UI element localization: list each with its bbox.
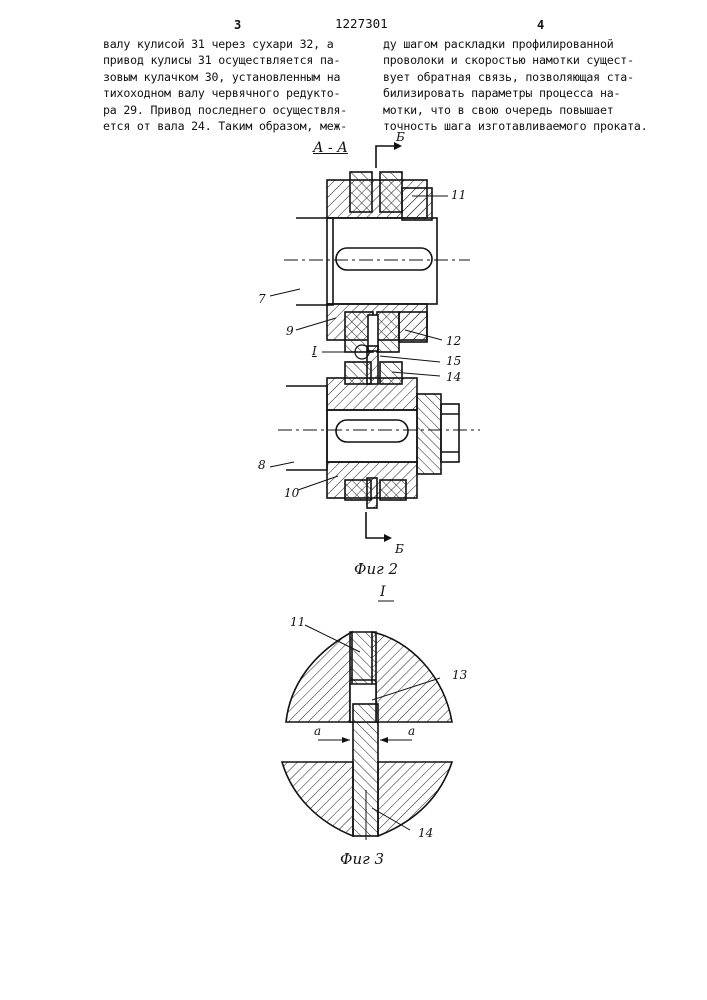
- label-12: 12: [446, 334, 461, 348]
- ring-11-left: [350, 172, 372, 212]
- detail-label-13: 13: [452, 668, 467, 682]
- dim-label-a-left: a: [314, 724, 321, 738]
- figure-3-caption: Фиг 3: [340, 850, 384, 868]
- upper-segment-left: [286, 632, 352, 722]
- leader-8: [270, 462, 294, 467]
- upper-segment-right: [372, 632, 452, 722]
- cut-label-bottom: Б: [395, 542, 404, 556]
- dim-label-a-right: a: [408, 724, 415, 738]
- keyway-upper: [336, 248, 432, 270]
- label-10: 10: [284, 486, 299, 500]
- cut-label-top: Б: [396, 130, 405, 144]
- leader-15: [380, 356, 440, 362]
- nut-body: [417, 394, 441, 474]
- label-8: 8: [258, 458, 266, 472]
- leader-7: [270, 289, 300, 296]
- nut-end: [441, 404, 459, 462]
- detail-label-14: 14: [418, 826, 433, 840]
- cut-mark-bottom: [366, 512, 384, 538]
- lower-segment-left: [282, 762, 353, 836]
- label-14: 14: [446, 370, 461, 384]
- pin-bottom: [367, 478, 377, 508]
- keyway-lower: [336, 420, 408, 442]
- ring-11-right: [380, 172, 402, 212]
- ring-11-side: [402, 188, 432, 220]
- ring-bottom-right: [380, 480, 406, 500]
- label-15: 15: [446, 354, 461, 368]
- figure-2-caption: Фиг 2: [354, 560, 398, 578]
- label-9: 9: [286, 324, 294, 338]
- lower-segment-right: [378, 762, 452, 836]
- shaft-8: [286, 386, 327, 470]
- detail-label-11: 11: [290, 615, 305, 629]
- detail-title: I: [380, 584, 386, 600]
- figure-3-drawing: [282, 601, 452, 840]
- ring-12-right: [377, 312, 399, 352]
- label-11: 11: [451, 188, 466, 202]
- cut-mark-top: [376, 146, 394, 168]
- cut-arrow-bottom: [384, 534, 392, 542]
- roll-9-body: [327, 218, 437, 304]
- section-title: А - А: [313, 140, 348, 156]
- roll-10-body: [327, 410, 417, 462]
- ring-12-side: [399, 312, 427, 342]
- label-I: I: [312, 344, 317, 358]
- label-7: 7: [258, 292, 266, 306]
